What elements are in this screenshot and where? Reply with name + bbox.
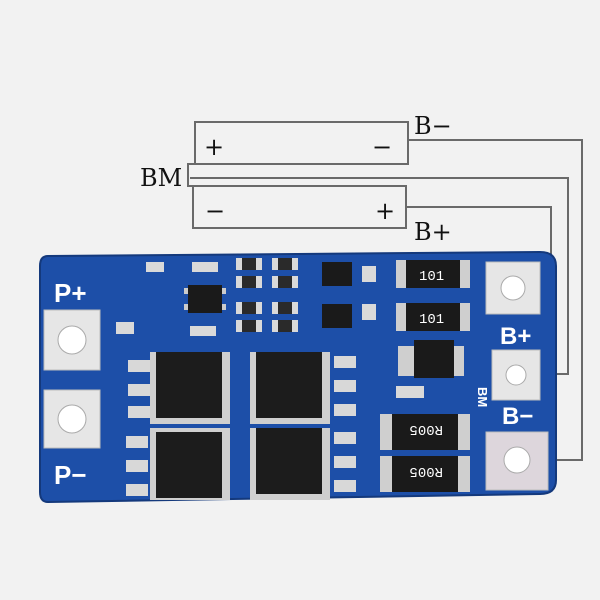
smd-dark-bodies [242,258,292,332]
res-101-b-text: 101 [419,312,444,328]
b-plus-pcb-label: B+ [500,323,531,350]
b-minus-pcb-label: B− [502,403,533,430]
bm-vertical-label: BM [475,387,490,407]
pad-p-plus-hole [57,325,87,355]
pad-b-plus-hole [500,275,526,301]
mosfet-small [398,340,464,378]
mosfet-top-right [250,352,356,424]
pad-b-minus-hole [503,446,531,474]
resistor-101-a: 101 [396,260,470,288]
pad-bm-hole [505,364,527,386]
resistor-101-b: 101 [396,303,470,331]
b-minus-label-top: B− [414,112,452,140]
p-plus-label: P+ [54,278,87,308]
cell-top-plus: + [204,133,224,161]
bm-label: BM [140,164,182,192]
shunt-r005-b: R005 [380,456,470,492]
cell-bottom-minus: − [205,197,225,225]
bm-bracket [187,163,195,187]
ic-mid-bottom [322,304,352,328]
pad-p-minus-hole [57,404,87,434]
mosfet-bottom-right [250,428,356,500]
battery-cell-top [194,121,409,165]
shunt-r005-a: R005 [380,414,470,450]
wire-b-minus [408,139,583,461]
b-plus-label-mid: B+ [414,218,452,246]
cell-top-minus: − [372,133,392,161]
ic-mid-top [322,262,352,286]
mosfet-top-left [128,352,230,424]
ic-left [184,285,226,313]
res-r005-b-text: R005 [409,463,443,479]
p-minus-label: P− [54,460,87,490]
res-101-a-text: 101 [419,269,444,285]
mosfet-bottom-left [126,428,230,500]
cell-bottom-plus: + [375,197,395,225]
res-r005-a-text: R005 [409,421,443,437]
pcb-board: P+ P− B+ B− BM 101 101 R005 [39,250,557,504]
